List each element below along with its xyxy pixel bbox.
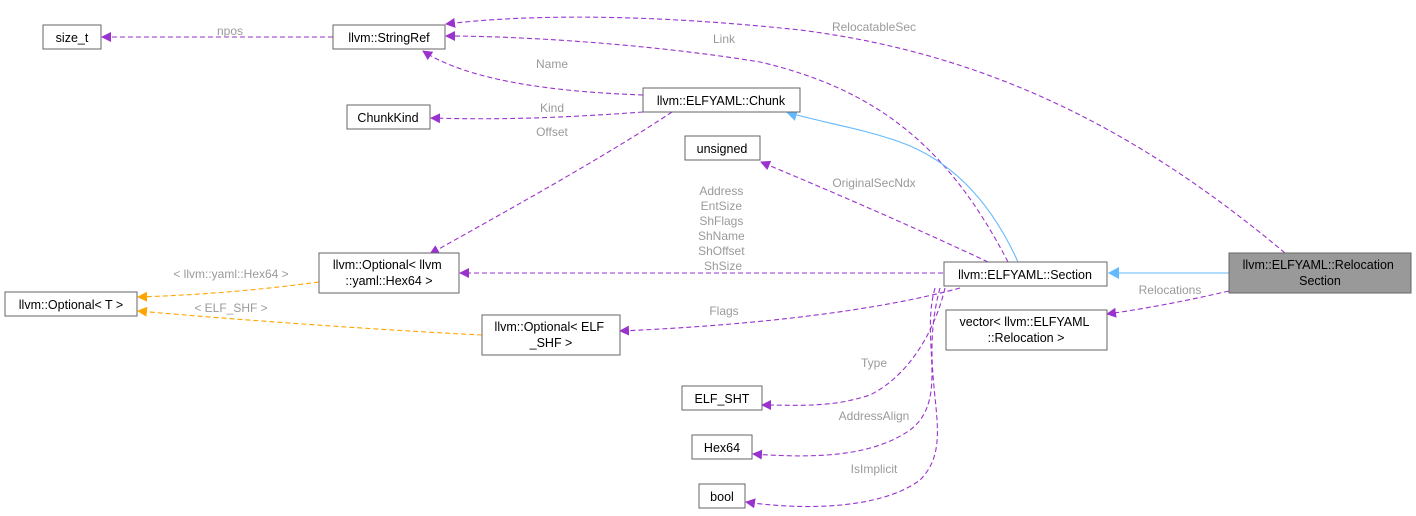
node-vector-relocation-line2: ::Relocation > [988, 331, 1065, 345]
node-optional-hex64-label: llvm::Optional< llvm ::yaml::Hex64 > [333, 258, 445, 288]
node-hex64[interactable]: Hex64 [691, 434, 753, 460]
node-vector-relocation[interactable]: vector< llvm::ELFYAML ::Relocation > [945, 309, 1108, 351]
edge-label-address-group: Address EntSize ShFlags ShName ShOffset … [698, 184, 748, 273]
edge-template-hex64 [137, 281, 320, 302]
edge-label-entsize: EntSize [701, 199, 743, 213]
node-chunkkind-label: ChunkKind [357, 111, 418, 125]
edge-label-flags: Flags [709, 304, 738, 318]
node-elf-sht[interactable]: ELF_SHT [681, 385, 763, 411]
node-hex64-label: Hex64 [704, 441, 740, 455]
edge-name [422, 50, 644, 96]
edge-label-shname: ShName [698, 229, 745, 243]
edge-link [445, 31, 1009, 263]
edge-label-relocations: Relocations [1139, 283, 1202, 297]
node-chunk[interactable]: llvm::ELFYAML::Chunk [642, 87, 801, 113]
node-unsigned-label: unsigned [697, 142, 748, 156]
node-vector-relocation-line1: vector< llvm::ELFYAML [959, 315, 1089, 329]
edge-label-shoffset: ShOffset [698, 244, 745, 258]
node-elf-sht-label: ELF_SHT [695, 392, 750, 406]
node-optional-t[interactable]: llvm::Optional< T > [4, 291, 138, 317]
node-optional-elf-shf-label: llvm::Optional< ELF _SHF > [495, 320, 608, 350]
edge-label-address: Address [699, 184, 743, 198]
edge-label-relocatable-sec: RelocatableSec [832, 20, 916, 34]
edge-label-is-implicit: IsImplicit [851, 462, 898, 476]
edge-relocatable-sec [445, 16, 1286, 254]
node-optional-hex64-line1: llvm::Optional< llvm [333, 258, 442, 272]
edge-address-align [752, 287, 936, 460]
edge-template-elf-shf [137, 306, 483, 336]
edge-label-kind: Kind [540, 101, 564, 115]
edge-flags [619, 287, 961, 336]
node-relocation-section[interactable]: llvm::ELFYAML::Relocation Section [1228, 252, 1412, 294]
node-chunkkind[interactable]: ChunkKind [346, 104, 431, 130]
node-bool-label: bool [710, 490, 734, 504]
node-bool[interactable]: bool [698, 483, 746, 509]
node-size-t[interactable]: size_t [42, 24, 102, 50]
edge-type [761, 287, 946, 411]
edge-label-name: Name [536, 57, 568, 71]
node-unsigned[interactable]: unsigned [684, 135, 761, 161]
node-optional-elf-shf-line1: llvm::Optional< ELF [495, 320, 605, 334]
node-optional-hex64-line2: ::yaml::Hex64 > [345, 274, 432, 288]
edge-label-template-hex64: < llvm::yaml::Hex64 > [173, 267, 288, 281]
node-stringref[interactable]: llvm::StringRef [332, 24, 446, 50]
edge-label-shsize: ShSize [704, 259, 742, 273]
edge-label-template-elf-shf: < ELF_SHF > [194, 301, 267, 315]
edge-relocations [1106, 290, 1230, 318]
node-relocation-section-line1: llvm::ELFYAML::Relocation [1243, 258, 1394, 272]
edge-label-link: Link [713, 32, 736, 46]
edge-label-npos: npos [217, 24, 243, 38]
node-optional-t-label: llvm::Optional< T > [19, 298, 123, 312]
edge-original-sec-ndx [760, 160, 989, 263]
edge-label-address-align: AddressAlign [839, 409, 910, 423]
node-optional-elf-shf[interactable]: llvm::Optional< ELF _SHF > [481, 314, 621, 356]
edge-label-offset: Offset [536, 125, 568, 139]
edge-label-shflags: ShFlags [699, 214, 743, 228]
node-vector-relocation-label: vector< llvm::ELFYAML ::Relocation > [959, 315, 1092, 345]
edge-offset [429, 111, 673, 255]
node-chunk-label: llvm::ELFYAML::Chunk [657, 94, 786, 108]
node-section[interactable]: llvm::ELFYAML::Section [943, 261, 1108, 287]
edge-inherit-chunk [785, 109, 1019, 263]
node-size-t-label: size_t [56, 31, 89, 45]
edge-kind [430, 111, 644, 124]
node-section-label: llvm::ELFYAML::Section [958, 268, 1092, 282]
node-stringref-label: llvm::StringRef [348, 31, 430, 45]
edge-label-original-sec-ndx: OriginalSecNdx [832, 176, 915, 190]
edge-label-type: Type [861, 356, 887, 370]
edge-is-implicit [745, 287, 941, 509]
node-relocation-section-line2: Section [1299, 274, 1341, 288]
node-optional-elf-shf-line2: _SHF > [529, 336, 573, 350]
node-optional-hex64[interactable]: llvm::Optional< llvm ::yaml::Hex64 > [318, 252, 460, 294]
node-relocation-section-label: llvm::ELFYAML::Relocation Section [1243, 258, 1398, 288]
